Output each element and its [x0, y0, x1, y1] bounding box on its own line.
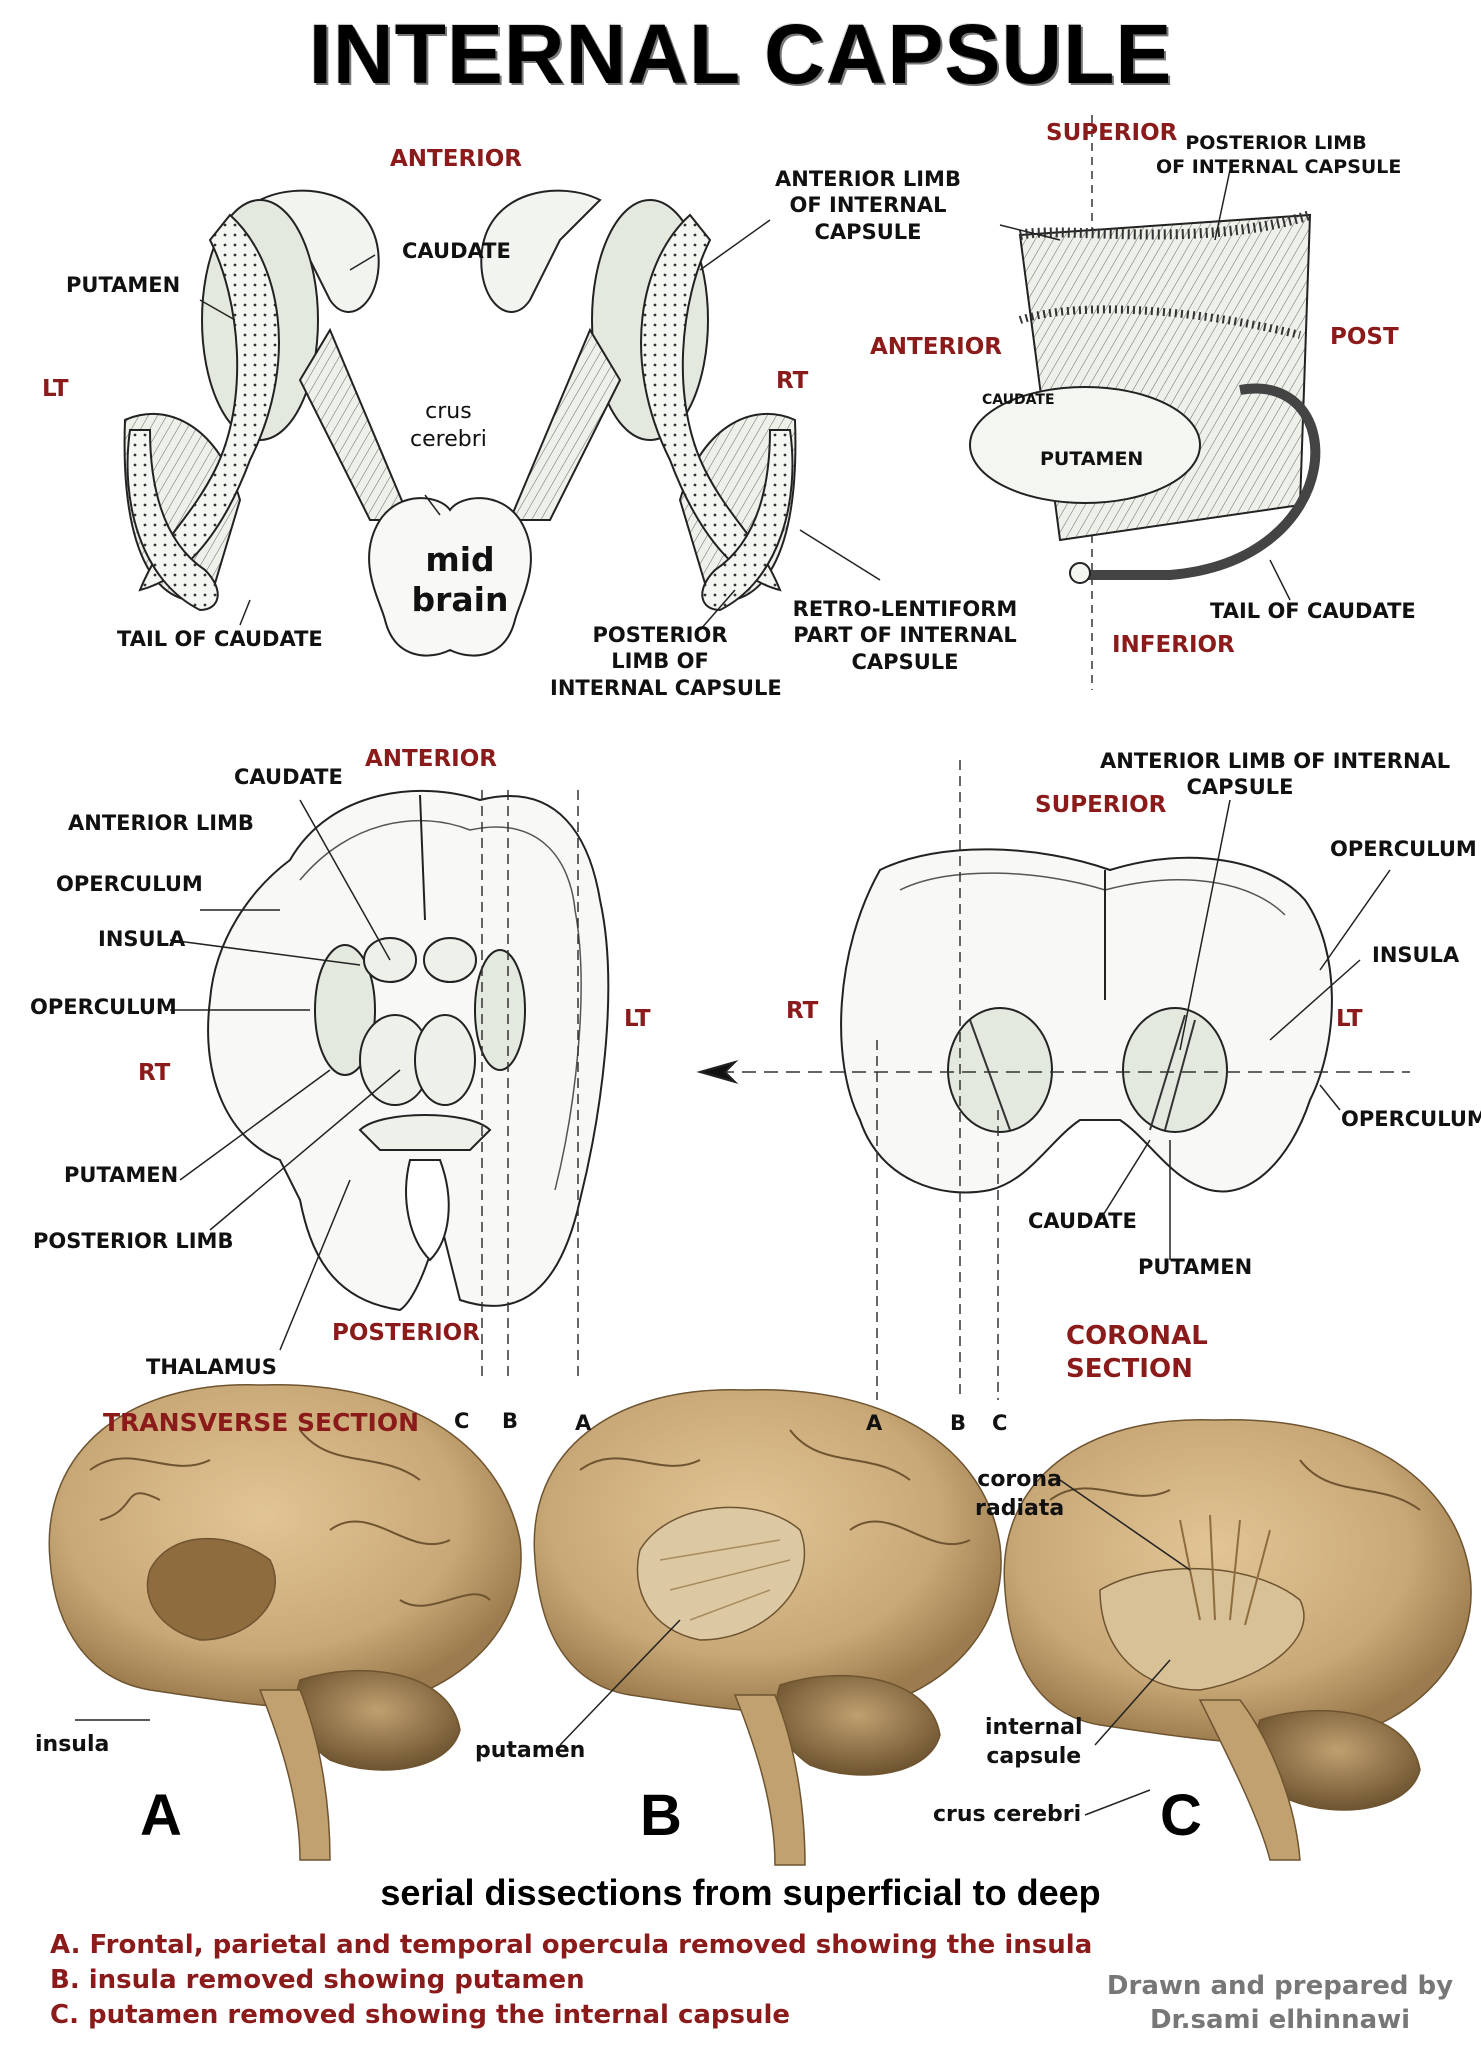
- label-putamen-top: PUTAMEN: [66, 273, 181, 297]
- label-superior-coronal: SUPERIOR: [1035, 792, 1167, 818]
- letter-b: B: [640, 1783, 682, 1848]
- label-crus-cerebri-top: crus cerebri: [410, 399, 487, 452]
- label-lt-coronal: LT: [1336, 1006, 1363, 1032]
- label-rt-transverse: RT: [138, 1060, 171, 1086]
- label-section-b-coronal: B: [950, 1411, 967, 1435]
- internal-capsule-lateral-view: [969, 115, 1321, 690]
- label-superior-top-right: SUPERIOR: [1046, 120, 1178, 146]
- label-mid-brain: mid brain: [411, 540, 509, 619]
- label-lt-transverse: LT: [624, 1006, 651, 1032]
- label-lt-top: LT: [42, 376, 69, 402]
- serial-dissections-title: serial dissections from superficial to d…: [380, 1872, 1101, 1913]
- label-thalamus: THALAMUS: [146, 1355, 277, 1379]
- label-rt-top: RT: [776, 368, 809, 394]
- caption-coronal-section: CORONAL SECTION: [1066, 1321, 1208, 1384]
- label-posterior-transverse: POSTERIOR: [332, 1320, 480, 1346]
- label-putamen-coronal: PUTAMEN: [1138, 1255, 1253, 1279]
- label-section-a-coronal: A: [866, 1411, 883, 1435]
- label-posterior-limb-transverse: POSTERIOR LIMB: [33, 1229, 234, 1253]
- label-posterior-limb-top-right: POSTERIOR LIMB OF INTERNAL CAPSULE: [1156, 132, 1402, 178]
- label-caudate-coronal: CAUDATE: [1028, 1209, 1137, 1233]
- label-internal-capsule-photo: internal capsule: [985, 1715, 1083, 1769]
- label-anterior-limb-transverse: ANTERIOR LIMB: [68, 811, 254, 835]
- label-putamen-photo: putamen: [475, 1738, 586, 1763]
- label-retro-lentiform: RETRO-LENTIFORM PART OF INTERNAL CAPSULE: [792, 597, 1018, 674]
- label-rt-coronal: RT: [786, 998, 819, 1024]
- label-operculum-transverse-1: OPERCULUM: [56, 872, 203, 896]
- label-operculum-coronal-1: OPERCULUM: [1330, 837, 1477, 861]
- label-caudate-transverse: CAUDATE: [234, 765, 343, 789]
- label-operculum-coronal-2: OPERCULUM: [1341, 1107, 1481, 1131]
- label-insula-photo: insula: [35, 1732, 110, 1757]
- brain-dissection-c: [1003, 1418, 1472, 1861]
- label-tail-of-caudate-left: TAIL OF CAUDATE: [117, 627, 323, 651]
- letter-c: C: [1160, 1783, 1202, 1848]
- label-anterior-top-right: ANTERIOR: [870, 334, 1002, 360]
- label-anterior-limb-top: ANTERIOR LIMB OF INTERNAL CAPSULE: [775, 167, 961, 244]
- label-crus-cerebri-photo: crus cerebri: [933, 1802, 1082, 1827]
- label-section-c-transverse: C: [454, 1409, 470, 1433]
- label-corona-radiata: corona radiata: [975, 1467, 1065, 1521]
- label-anterior-top-left: ANTERIOR: [390, 146, 522, 172]
- label-posterior-limb-bottom: POSTERIOR LIMB OF INTERNAL CAPSULE: [550, 623, 782, 700]
- caption-a: A. Frontal, parietal and temporal opercu…: [50, 1930, 1093, 1960]
- label-putamen-top-right: PUTAMEN: [1040, 448, 1144, 470]
- label-inferior: INFERIOR: [1112, 632, 1235, 658]
- caption-c: C. putamen removed showing the internal …: [50, 2000, 791, 2030]
- label-anterior-transverse: ANTERIOR: [365, 746, 497, 772]
- leader-lines: [75, 169, 1391, 1816]
- label-insula-coronal: INSULA: [1372, 943, 1460, 967]
- caption-transverse-section: TRANSVERSE SECTION: [103, 1408, 420, 1437]
- label-putamen-transverse: PUTAMEN: [64, 1163, 179, 1187]
- label-tail-of-caudate-right: TAIL OF CAUDATE: [1210, 599, 1416, 623]
- brain-dissection-a: [48, 1383, 522, 1861]
- label-section-a-transverse: A: [575, 1411, 592, 1435]
- brain-dissection-b: [533, 1388, 1002, 1866]
- caption-b: B. insula removed showing putamen: [50, 1965, 585, 1995]
- coronal-section-drawing: [696, 760, 1410, 1400]
- label-section-c-coronal: C: [992, 1411, 1008, 1435]
- label-post: POST: [1330, 324, 1399, 350]
- label-operculum-transverse-2: OPERCULUM: [30, 995, 177, 1019]
- page-title: INTERNAL CAPSULE: [308, 7, 1173, 101]
- label-caudate-top-right: CAUDATE: [982, 392, 1055, 408]
- author-credit: Drawn and prepared by Dr.sami elhinnawi: [1106, 1971, 1454, 2035]
- label-caudate-top: CAUDATE: [402, 239, 511, 263]
- label-section-b-transverse: B: [502, 1409, 519, 1433]
- letter-a: A: [140, 1783, 182, 1848]
- label-anterior-limb-coronal: ANTERIOR LIMB OF INTERNAL CAPSULE: [1100, 749, 1451, 800]
- transverse-section-drawing: [207, 789, 610, 1380]
- label-insula-transverse: INSULA: [98, 927, 186, 951]
- basal-ganglia-inferior-view: [123, 189, 797, 657]
